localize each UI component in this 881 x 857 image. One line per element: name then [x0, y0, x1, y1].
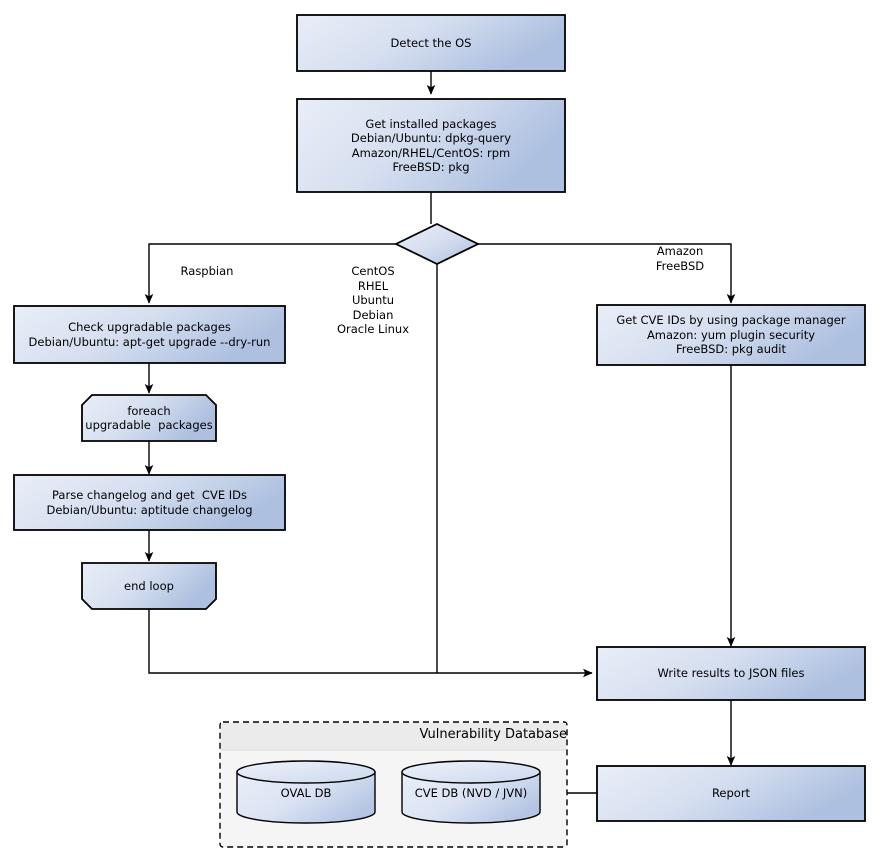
edge-decision-to-check	[144, 243, 396, 304]
foreach-loop-node[interactable]	[82, 395, 216, 441]
foreach-loop-shape[interactable]	[81, 394, 217, 442]
report-shape[interactable]	[596, 765, 866, 822]
detect-os-node[interactable]	[297, 15, 565, 71]
parse-changelog-node[interactable]	[14, 475, 285, 530]
branch-label-right: Amazon FreeBSD	[655, 244, 705, 273]
detect-os-shape[interactable]	[296, 14, 566, 72]
branch-label-raspbian: Raspbian	[180, 264, 234, 278]
edge-decision-to-getcve	[478, 243, 736, 304]
report-node[interactable]	[597, 766, 865, 821]
get-cve-ids-shape[interactable]	[596, 304, 866, 366]
check-upgradable-shape[interactable]	[13, 305, 286, 364]
vulnerability-database-title: Vulnerability Database	[419, 727, 567, 742]
os-decision-node[interactable]	[396, 224, 478, 264]
get-installed-packages-shape[interactable]	[296, 98, 566, 193]
end-loop-node[interactable]	[82, 563, 216, 609]
check-upgradable-node[interactable]	[14, 306, 285, 363]
end-loop-shape[interactable]	[81, 562, 217, 610]
parse-changelog-shape[interactable]	[13, 474, 286, 531]
cve-db-shape[interactable]	[401, 760, 541, 824]
oval-db-node[interactable]	[237, 761, 375, 823]
get-cve-ids-node[interactable]	[597, 305, 865, 365]
oval-db-shape[interactable]	[236, 760, 376, 824]
os-decision-shape[interactable]	[393, 222, 481, 266]
edge-endloop-to-write	[148, 609, 593, 678]
cve-db-node[interactable]	[402, 761, 540, 823]
branch-label-center: CentOS RHEL Ubuntu Debian Oracle Linux	[336, 264, 410, 336]
write-results-shape[interactable]	[596, 646, 866, 701]
write-results-node[interactable]	[597, 647, 865, 700]
get-installed-packages-node[interactable]	[297, 99, 565, 192]
